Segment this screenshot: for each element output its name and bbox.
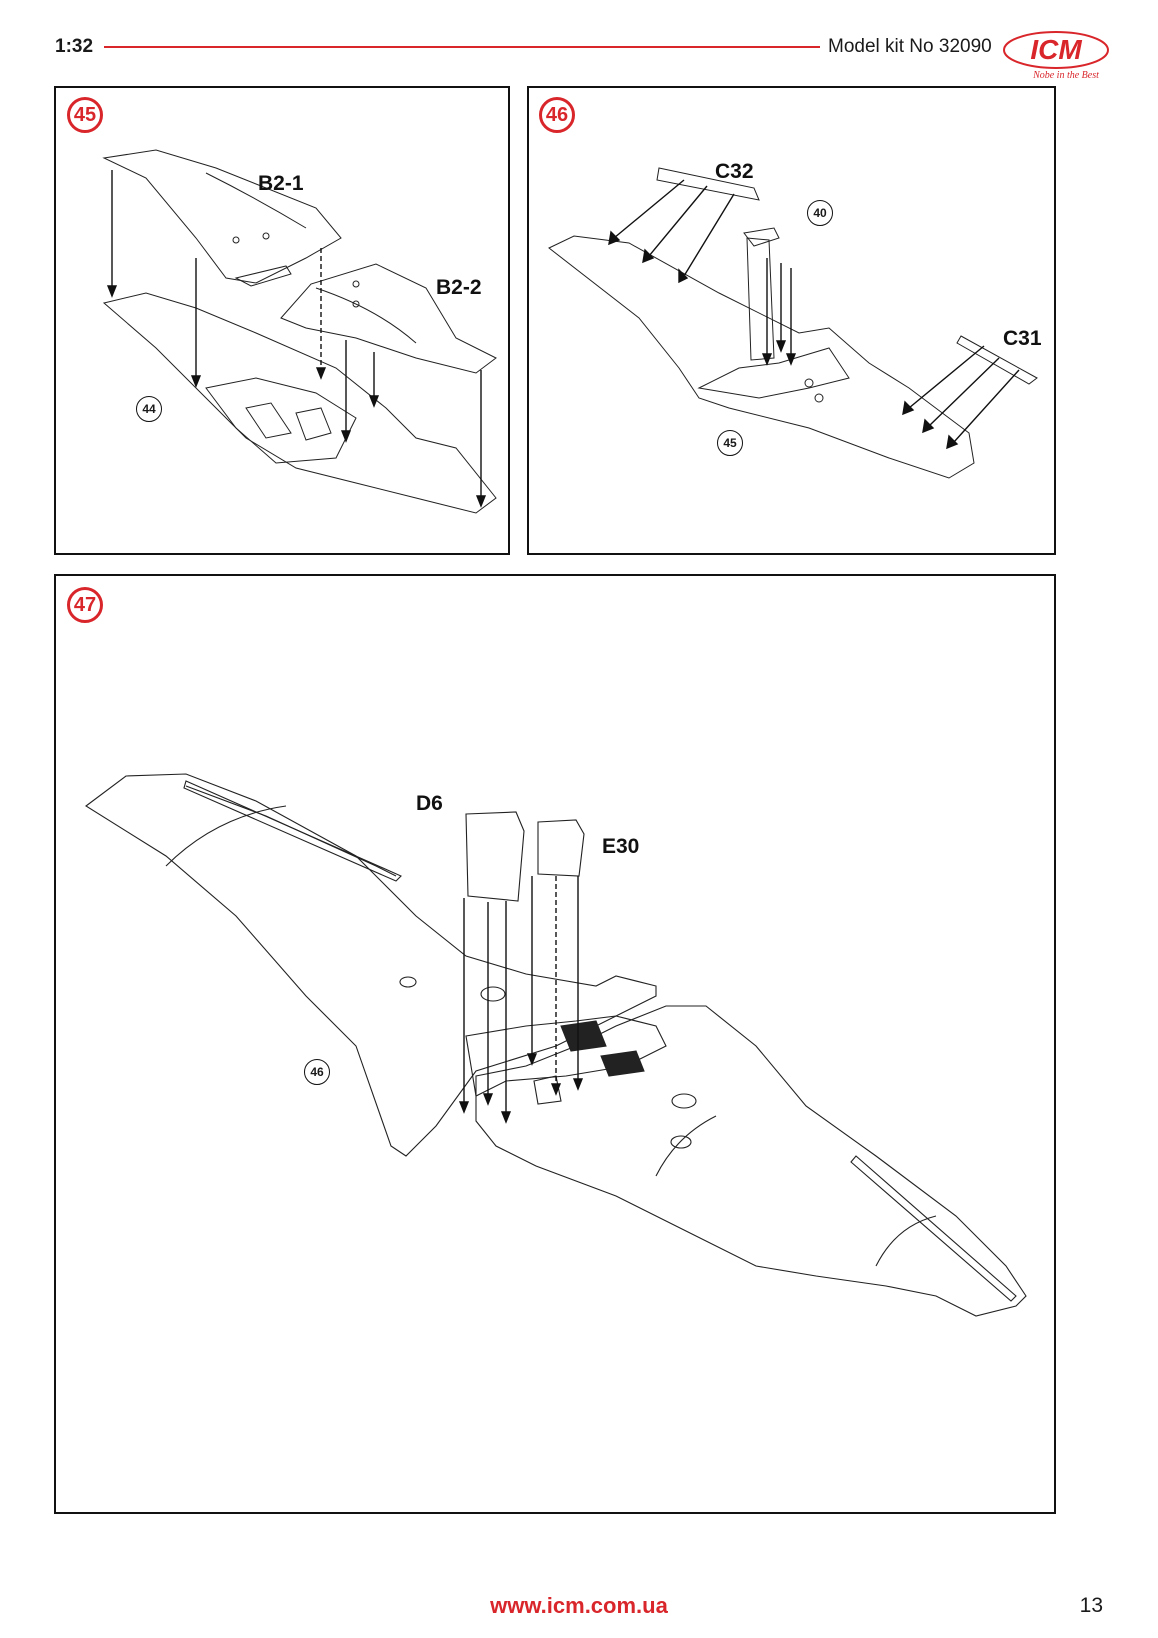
step-number-badge: 46 (539, 97, 575, 133)
part-label-b2-1: B2-1 (258, 172, 304, 195)
part-label-c32: C32 (715, 160, 754, 183)
step-number-badge: 45 (67, 97, 103, 133)
reference-step-badge: 46 (304, 1059, 330, 1085)
reference-step-badge-40: 40 (807, 200, 833, 226)
icm-logo: ICM Nobe in the Best (1003, 31, 1109, 81)
page-number: 13 (1079, 1594, 1103, 1617)
step-47-wing-diagram (85, 773, 1027, 1317)
step-45-panel: 45 B2-1 B2-2 44 (54, 86, 510, 555)
scale-label: 1:32 (55, 36, 94, 57)
part-label-c31: C31 (1003, 327, 1042, 350)
step-46-wing-diagram (548, 167, 1038, 479)
svg-text:ICM: ICM (1030, 34, 1082, 65)
reference-step-badge-45: 45 (717, 430, 743, 456)
header-rule (104, 46, 820, 48)
step-number-badge: 47 (67, 587, 103, 623)
part-label-e30: E30 (602, 835, 640, 858)
reference-step-badge: 44 (136, 396, 162, 422)
website-url[interactable]: www.icm.com.ua (490, 1593, 668, 1618)
svg-text:Nobe in the Best: Nobe in the Best (1032, 70, 1099, 81)
step-45-wing-diagram (102, 149, 497, 514)
part-label-d6: D6 (416, 792, 443, 815)
step-46-panel: 46 C32 C31 40 45 (527, 86, 1056, 555)
step-47-panel: 47 D6 E30 46 (54, 574, 1056, 1514)
kit-number: Model kit No 32090 (828, 36, 992, 57)
part-label-b2-2: B2-2 (436, 276, 482, 299)
